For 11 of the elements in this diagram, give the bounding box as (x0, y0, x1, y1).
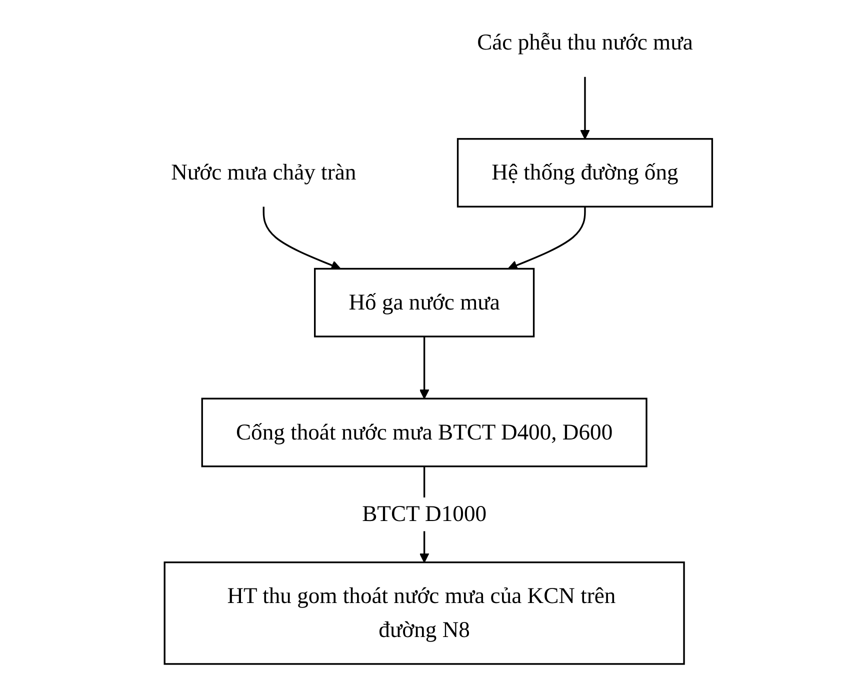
arrow (419, 336, 430, 400)
arrow (508, 206, 586, 270)
arrow (580, 76, 590, 140)
node-text: Nước mưa chảy tràn (171, 160, 356, 186)
node-text: Các phễu thu nước mưa (477, 30, 693, 56)
edge-label: BTCT D1000 (362, 502, 487, 527)
node-box: Hệ thống đường ống (456, 138, 714, 208)
node-box: Hố ga nước mưa (314, 268, 535, 338)
arrow (262, 206, 341, 270)
node-box: Cống thoát nước mưa BTCT D400, D600 (201, 398, 648, 468)
node-box: HT thu gom thoát nước mưa của KCN trên đường N8 (164, 562, 685, 665)
